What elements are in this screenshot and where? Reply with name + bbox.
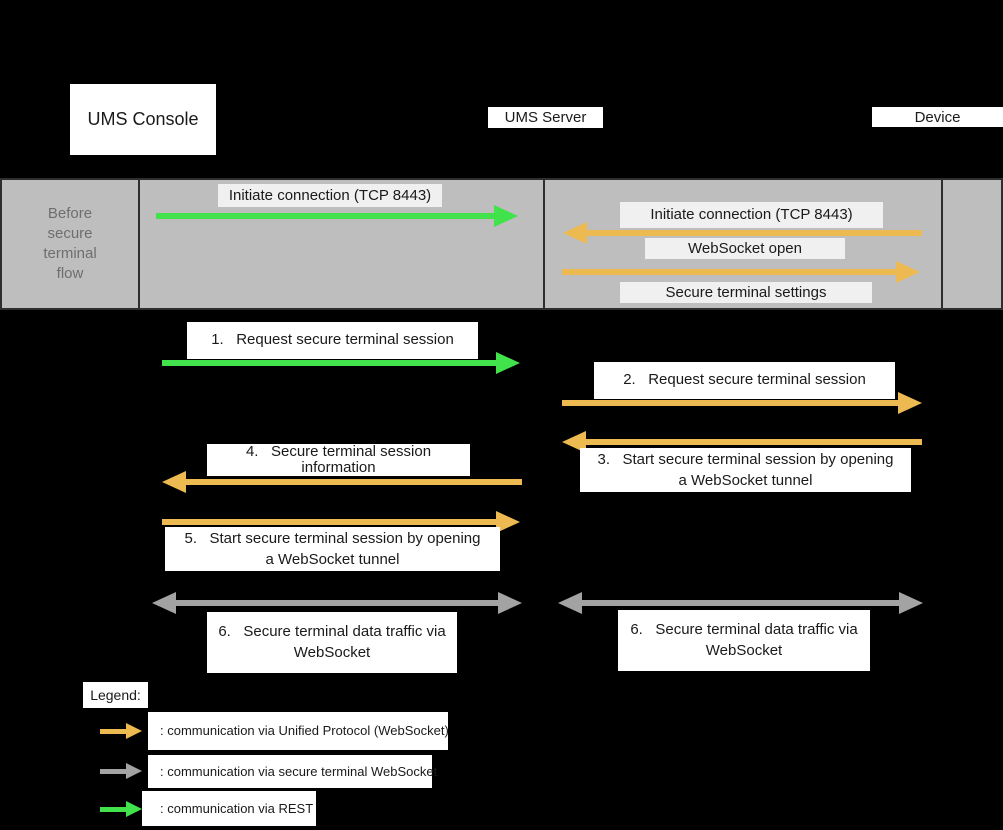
band-arrow-initiate-connection-rest (156, 205, 518, 227)
arrow-bar (579, 230, 922, 236)
arrowhead-right-icon (896, 261, 920, 283)
step-2-arrow (562, 392, 922, 414)
actor-ums-console: UMS Console (70, 84, 216, 155)
step-3-arrow (562, 431, 922, 453)
arrowhead-left-icon (162, 471, 186, 493)
arrow-bar (162, 519, 504, 525)
legend-arrow-secure-websocket-icon (100, 763, 142, 779)
arrow-bar (178, 479, 522, 485)
legend-entry-rest-label: : communication via REST (142, 791, 316, 826)
actor-ums-server: UMS Server (488, 107, 603, 128)
band-arrow-initiate-connection-unified (563, 222, 922, 244)
step-6-arrow-console-server (152, 592, 522, 614)
band-message-label-initiate-connection-unified: Initiate connection (TCP 8443) (620, 202, 883, 228)
arrowhead-right-icon (126, 723, 142, 739)
actor-device: Device (872, 107, 1003, 127)
legend-entry-unified-label: : communication via Unified Protocol (We… (148, 712, 449, 750)
step-2-label: 2. Request secure terminal session (594, 362, 895, 399)
legend-entry-secure-websocket-label: : communication via secure terminal WebS… (148, 755, 437, 788)
step-3-label: 3. Start secure terminal session by open… (580, 448, 911, 492)
step-6-label-server-device: 6. Secure terminal data traffic via WebS… (618, 610, 870, 671)
arrowhead-left-icon (152, 592, 176, 614)
arrow-bar (100, 769, 132, 774)
lifeline-device (941, 180, 943, 308)
arrow-bar (162, 360, 504, 366)
actor-ums-console-label: UMS Console (87, 109, 199, 129)
arrow-bar (156, 213, 502, 219)
actor-ums-server-label: UMS Server (504, 109, 587, 126)
step-1-label: 1. Request secure terminal session (187, 322, 478, 359)
arrow-bar (168, 600, 506, 606)
arrowhead-right-icon (898, 392, 922, 414)
lifeline-ums-console (138, 180, 140, 308)
arrowhead-left-icon (558, 592, 582, 614)
arrow-bar (562, 400, 906, 406)
lifeline-ums-server (543, 180, 545, 308)
band-arrow-websocket-open (562, 261, 920, 283)
arrow-bar (562, 269, 904, 275)
step-4-arrow (162, 471, 522, 493)
step-5-arrow (162, 511, 520, 533)
legend-arrow-rest-icon (100, 801, 142, 817)
step-4-label: 4. Secure terminal session information (207, 444, 470, 476)
band-message-label-websocket-open: WebSocket open (645, 238, 845, 259)
arrowhead-right-icon (126, 801, 142, 817)
step-1-arrow (162, 352, 520, 374)
step-6-label-console-server: 6. Secure terminal data traffic via WebS… (207, 612, 457, 673)
arrowhead-right-icon (498, 592, 522, 614)
arrow-bar (578, 439, 922, 445)
step-5-label: 5. Start secure terminal session by open… (165, 527, 500, 571)
actor-device-label: Device (914, 108, 961, 126)
legend-arrow-unified-icon (100, 723, 142, 739)
arrowhead-right-icon (496, 352, 520, 374)
legend-title: Legend: (83, 682, 148, 708)
band-message-label-secure-terminal-settings: Secure terminal settings (620, 282, 872, 303)
phase-band: Before secure terminal flow Initiate con… (0, 178, 1003, 310)
arrowhead-right-icon (126, 763, 142, 779)
arrowhead-right-icon (494, 205, 518, 227)
phase-band-title: Before secure terminal flow (43, 205, 97, 282)
arrowhead-right-icon (899, 592, 923, 614)
arrowhead-right-icon (496, 511, 520, 533)
arrow-bar (100, 807, 132, 812)
step-6-arrow-server-device (558, 592, 923, 614)
band-message-label-initiate-connection-rest: Initiate connection (TCP 8443) (218, 184, 442, 207)
arrow-bar (100, 729, 132, 734)
arrowhead-left-icon (562, 431, 586, 453)
arrow-bar (574, 600, 907, 606)
arrowhead-left-icon (563, 222, 587, 244)
